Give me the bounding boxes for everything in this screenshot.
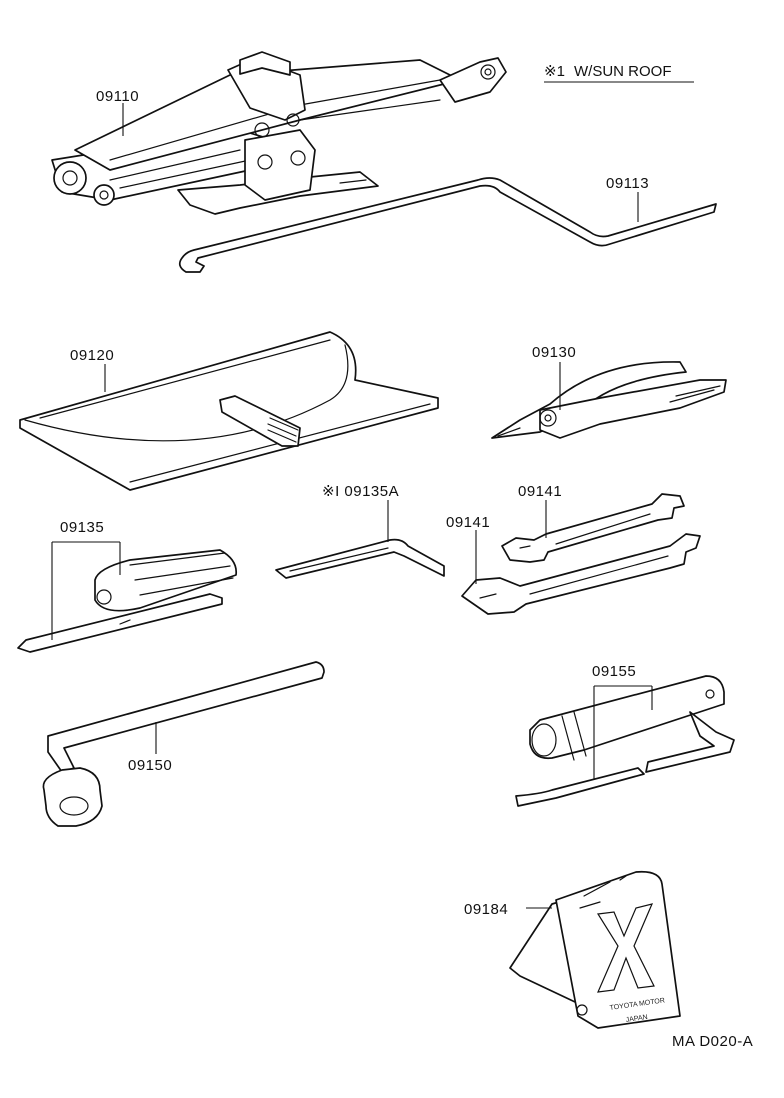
pliers-drawing[interactable] (491, 361, 727, 439)
jack-drawing[interactable] (51, 51, 507, 215)
wheel-nut-wrench-drawing[interactable] (42, 661, 325, 827)
plate-line-2: JAPAN (625, 1014, 648, 1024)
label-pliers: 09130 (532, 344, 576, 361)
sunroof-wrench-drawing[interactable] (275, 538, 445, 579)
label-jack-handle: 09113 (606, 175, 649, 192)
drawing-code: MA D020-A (672, 1033, 753, 1050)
label-triangle-plate: 09184 (464, 901, 508, 918)
note-text: W/SUN ROOF (574, 63, 672, 80)
screwdriver-drawing[interactable] (17, 549, 238, 653)
label-wheel-nut-wrench: 09150 (128, 757, 172, 774)
triangle-plate-drawing[interactable]: TOYOTA MOTOR JAPAN (509, 870, 681, 1029)
open-wrench-upper-drawing[interactable] (501, 493, 685, 563)
socket-wrench-drawing[interactable] (515, 675, 735, 807)
open-wrench-lower-drawing[interactable] (461, 533, 701, 615)
label-tool-bag: 09120 (70, 347, 114, 364)
sunroof-note: ※1 W/SUN ROOF (544, 63, 694, 83)
label-screwdriver: 09135 (60, 519, 104, 536)
jack-handle-drawing[interactable] (178, 177, 717, 273)
label-open-wrench-lower: 09141 (446, 514, 490, 531)
tool-bag-drawing[interactable] (19, 331, 439, 491)
label-sunroof-wrench: ※I 09135A (322, 483, 399, 500)
label-open-wrench-upper: 09141 (518, 483, 562, 500)
label-jack: 09110 (96, 88, 139, 105)
label-socket-wrench: 09155 (592, 663, 636, 680)
note-mark: ※1 (544, 63, 565, 80)
